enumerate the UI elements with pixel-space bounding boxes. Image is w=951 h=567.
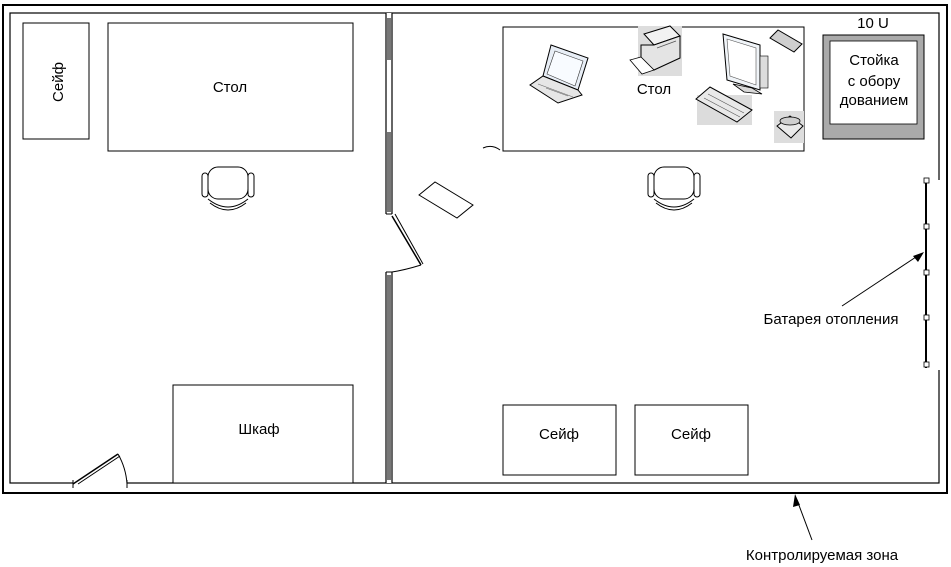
cable	[482, 145, 501, 151]
controlled-zone-boundary	[2, 4, 948, 494]
safe-bottom-1	[502, 404, 617, 476]
safe-left	[22, 22, 90, 140]
printer-icon	[629, 25, 682, 76]
router-icon	[769, 29, 803, 53]
chair-icon	[201, 166, 255, 211]
wardrobe-label: Шкаф	[238, 421, 279, 438]
laptop-icon	[529, 44, 589, 104]
phone-icon	[774, 111, 804, 143]
radiator	[923, 177, 942, 370]
rack-label-line3: дованием	[840, 92, 909, 109]
rack-label-line2: с обору	[848, 73, 901, 90]
rack-units-label: 10 U	[857, 15, 889, 32]
chair-icon	[647, 166, 701, 211]
table-right-label: Стол	[637, 81, 671, 98]
safe-left-label: Сейф	[50, 62, 67, 102]
door-gap-left	[73, 480, 127, 488]
safe-bottom-2	[634, 404, 749, 476]
entrance-door	[72, 453, 128, 485]
partition-door	[391, 213, 424, 273]
radiator-pointer	[841, 252, 924, 307]
equipment-rack	[822, 34, 925, 140]
radiator-label: Батарея отопления	[764, 311, 899, 328]
safe-bottom-1-label: Сейф	[539, 426, 579, 443]
tablet-icon	[418, 181, 474, 219]
wardrobe	[172, 384, 354, 484]
safe-bottom-2-label: Сейф	[671, 426, 711, 443]
table-left-label: Стол	[213, 79, 247, 96]
rack-label-line1: Стойка	[849, 52, 899, 69]
controlled-zone-label: Контролируемая зона	[746, 547, 899, 564]
table-left	[107, 22, 354, 152]
monitor-icon	[722, 33, 769, 95]
keyboard-icon	[695, 86, 753, 125]
controlled-zone-pointer	[793, 494, 813, 541]
partition-wall	[385, 13, 394, 483]
